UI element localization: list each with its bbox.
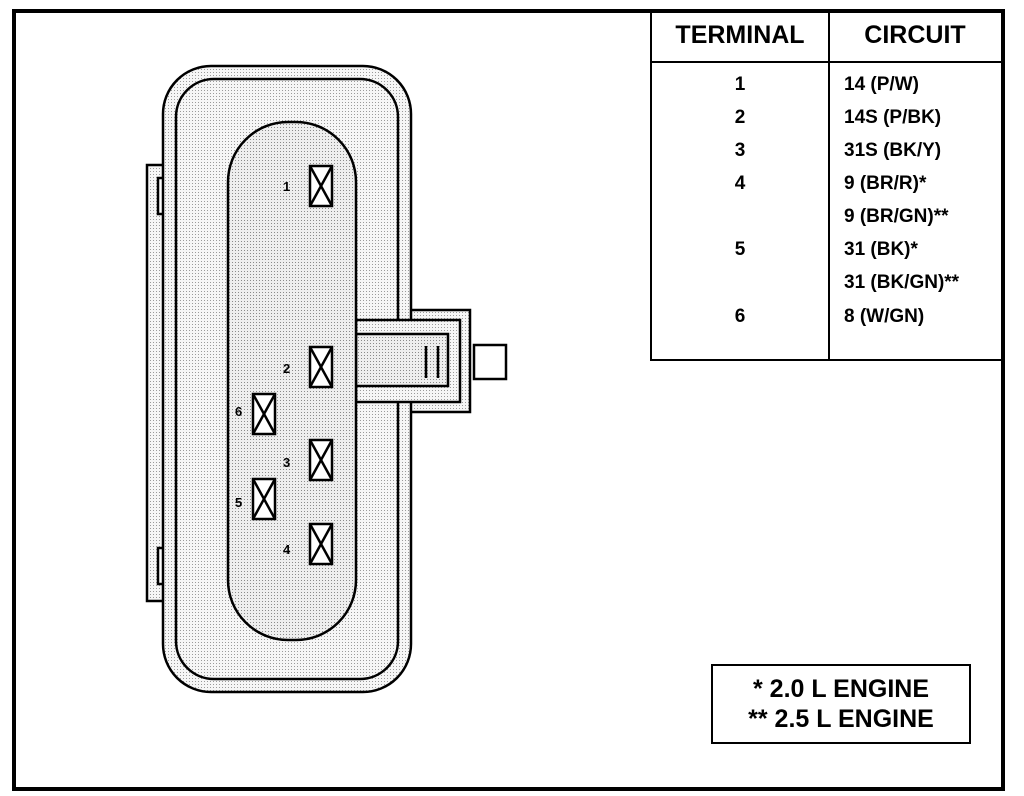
legend-line-2-5l: ** 2.5 L ENGINE: [748, 705, 934, 733]
pin-6-label: 6: [235, 404, 242, 419]
pin-2-label: 2: [283, 361, 290, 376]
terminal-cell: 3: [734, 140, 746, 161]
pin-1-label: 1: [283, 179, 290, 194]
pin-4-label: 4: [283, 542, 291, 557]
circuit-cell: 9 (BR/GN)**: [844, 206, 949, 227]
circuit-cell: 14 (P/W): [844, 74, 919, 95]
circuit-cell: 8 (W/GN): [844, 306, 925, 327]
terminal-cell: 6: [734, 306, 746, 327]
header-circuit: CIRCUIT: [864, 21, 966, 49]
circuit-cell: 9 (BR/R)*: [844, 173, 927, 194]
engine-legend: * 2.0 L ENGINE ** 2.5 L ENGINE: [711, 664, 971, 744]
circuit-cell: 31S (BK/Y): [844, 140, 942, 161]
header-rule: [652, 61, 1002, 63]
terminal-cell: [652, 267, 828, 299]
connector-lock-button: [472, 343, 508, 381]
pin-1: 1: [283, 164, 334, 208]
terminal-circuit-table: TERMINAL CIRCUIT 1 14 (P/W) 2 14S (P/BK)…: [650, 9, 1002, 361]
pin-5: 5: [235, 477, 277, 521]
header-terminal: TERMINAL: [675, 21, 805, 49]
circuit-cell: 31 (BK/GN)**: [844, 272, 960, 293]
diagram-frame: [12, 9, 1005, 791]
terminal-cell: 4: [734, 173, 746, 194]
pin-2: 2: [283, 345, 334, 389]
connector-pin-cavity: [226, 120, 358, 642]
pin-3-label: 3: [283, 455, 290, 470]
legend-line-2-0l: * 2.0 L ENGINE: [753, 675, 929, 703]
circuit-cell: 31 (BK)*: [844, 239, 918, 260]
column-divider: [828, 9, 830, 359]
pin-5-label: 5: [235, 495, 242, 510]
terminal-cell: 1: [734, 74, 746, 95]
terminal-cell: 2: [734, 107, 746, 128]
terminal-cell: [652, 201, 828, 233]
pin-4: 4: [283, 522, 334, 566]
circuit-cell: 14S (P/BK): [844, 107, 942, 128]
pin-6: 6: [235, 392, 277, 436]
pin-3: 3: [283, 438, 334, 482]
terminal-cell: 5: [734, 239, 746, 260]
connector-lock-slot: [354, 332, 450, 388]
